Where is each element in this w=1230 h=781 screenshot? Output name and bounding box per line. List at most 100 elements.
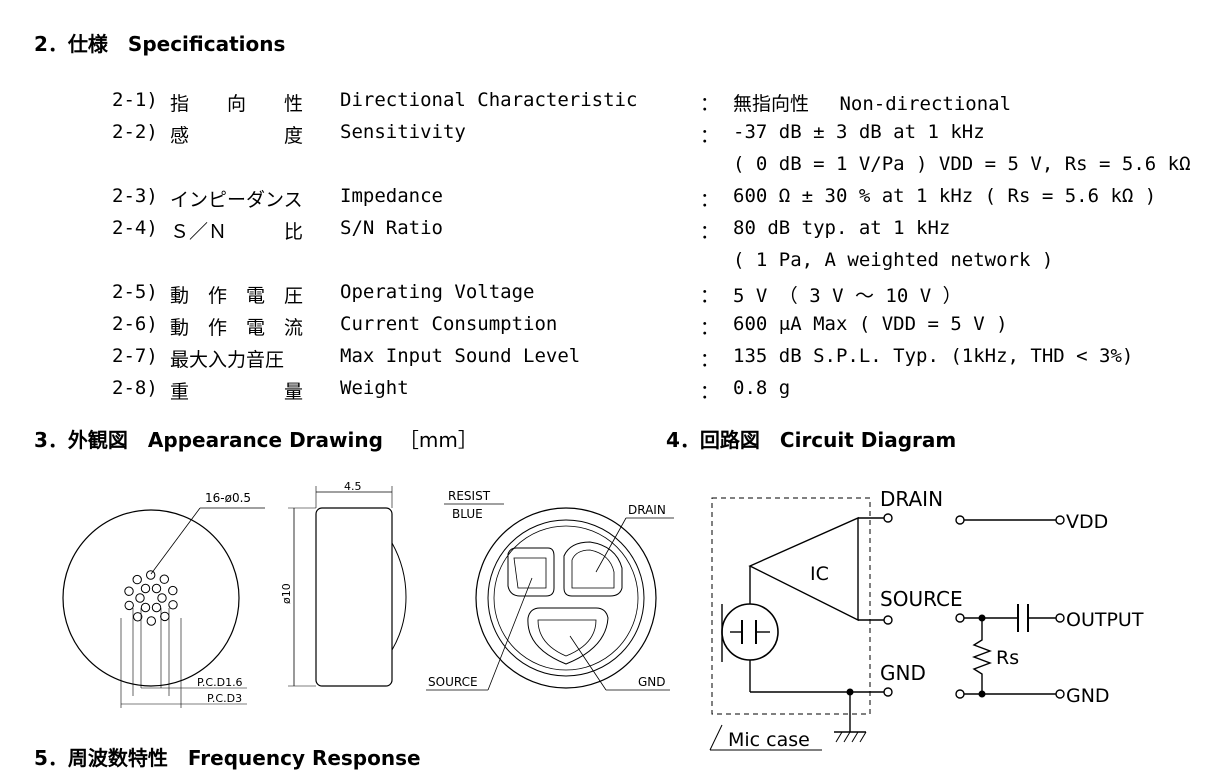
spec-row: ( 1 Pa, A weighted network ) bbox=[0, 249, 1230, 281]
rs-resistor bbox=[972, 618, 992, 694]
diameter-label: ø10 bbox=[280, 583, 293, 604]
sound-hole bbox=[140, 583, 151, 594]
capsule-back-outline bbox=[475, 507, 657, 689]
section-5-heading: 5．周波数特性 Frequency Response bbox=[34, 746, 421, 770]
drain-label: DRAIN bbox=[628, 503, 666, 517]
spec-value: ( 0 dB = 1 V/Pa ) VDD = 5 V, Rs = 5.6 kΩ bbox=[733, 153, 1191, 175]
spec-colon: ： bbox=[700, 285, 720, 307]
spec-colon: ： bbox=[700, 349, 720, 371]
capsule-front-outline bbox=[62, 509, 240, 687]
spec-number: 2-1) bbox=[112, 89, 158, 111]
spec-colon: ： bbox=[700, 93, 720, 115]
spec-name-jp: インピーダンス bbox=[170, 189, 303, 211]
spec-number: 2-4) bbox=[112, 217, 158, 239]
sound-hole bbox=[168, 600, 178, 610]
gnd-terminal-label: GND bbox=[880, 661, 926, 685]
source-pad bbox=[563, 541, 623, 597]
mic-case-outline bbox=[711, 497, 871, 715]
blue-label: BLUE bbox=[452, 507, 483, 521]
spec-row: 2-6) 動 作 電 流 Current Consumption ： 600 μA Ma… bbox=[0, 313, 1230, 345]
mic-case-label: Mic case bbox=[728, 729, 810, 751]
spec-colon: ： bbox=[700, 317, 720, 339]
section-4-heading: 4．回路図 Circuit Diagram bbox=[666, 428, 957, 452]
spec-value: 5 V （ 3 V ～ 10 V ） bbox=[733, 285, 962, 307]
sound-hole bbox=[133, 612, 143, 622]
spec-value: 0.8 g bbox=[733, 377, 791, 399]
spec-name-en: S/N Ratio bbox=[340, 217, 443, 239]
source-terminal-label: SOURCE bbox=[880, 587, 963, 611]
spec-colon: ： bbox=[700, 189, 720, 211]
pcd16-label: P.C.D1.6 bbox=[197, 676, 243, 689]
resist-label: RESIST bbox=[448, 489, 491, 503]
spec-name-jp: 重 量 bbox=[170, 381, 304, 403]
sound-holes bbox=[124, 570, 178, 626]
gnd-output-label: GND bbox=[1066, 685, 1110, 707]
spec-number: 2-6) bbox=[112, 313, 158, 335]
spec-value: ( 1 Pa, A weighted network ) bbox=[733, 249, 1054, 271]
section-2-heading: 2．仕様 Specifications bbox=[34, 32, 286, 56]
spec-number: 2-5) bbox=[112, 281, 158, 303]
spec-row: 2-1) 指 向 性 Directional Characteristic ： 無指向性… bbox=[0, 89, 1230, 121]
holes-label: 16-ø0.5 bbox=[205, 491, 251, 505]
unit-label: ［mm］ bbox=[398, 428, 478, 452]
sound-hole bbox=[146, 570, 156, 580]
sound-hole bbox=[159, 574, 170, 584]
sound-hole bbox=[160, 611, 170, 622]
width-label: 4.5 bbox=[344, 480, 362, 493]
rs-label: Rs bbox=[996, 647, 1019, 669]
source-label: SOURCE bbox=[428, 675, 478, 689]
spec-name-en: Max Input Sound Level bbox=[340, 345, 581, 367]
sound-hole bbox=[135, 593, 145, 603]
sound-hole bbox=[140, 602, 151, 613]
spec-name-jp: 最大入力音圧 bbox=[170, 349, 285, 371]
back-view-drawing: RESIST BLUE DRAIN SOURCE GND bbox=[426, 489, 674, 691]
spec-row: 2-5) 動 作 電 圧 Operating Voltage ： 5 V （ 3 V ～… bbox=[0, 281, 1230, 313]
capsule-side-outline bbox=[315, 507, 393, 687]
spec-colon: ： bbox=[700, 125, 720, 147]
front-view-drawing: 16-ø0.5 P.C.D1.6 P.C.D3 bbox=[62, 491, 265, 708]
pcd3-label: P.C.D3 bbox=[207, 692, 242, 705]
sound-hole bbox=[124, 600, 134, 611]
spec-number: 2-2) bbox=[112, 121, 158, 143]
spec-number: 2-3) bbox=[112, 185, 158, 207]
drain-terminal-label: DRAIN bbox=[880, 487, 943, 511]
ic-triangle bbox=[748, 516, 859, 622]
spec-value: 80 dB typ. at 1 kHz bbox=[733, 217, 951, 239]
sound-hole bbox=[132, 574, 142, 585]
spec-name-jp: 指 向 性 bbox=[170, 93, 304, 115]
spec-value: 600 μA Max ( VDD = 5 V ) bbox=[733, 313, 1008, 335]
output-label: OUTPUT bbox=[1066, 609, 1144, 631]
spec-name-en: Impedance bbox=[340, 185, 443, 207]
section-3-heading: 3．外観図 Appearance Drawing ［mm］ bbox=[34, 424, 478, 453]
circuit-diagram: IC DRAIN SOURCE GND Mic case VDD OUTPUT … bbox=[709, 487, 1144, 751]
spec-value: -37 dB ± 3 dB at 1 kHz bbox=[733, 121, 985, 143]
spec-name-jp: 動 作 電 流 bbox=[170, 317, 304, 339]
drain-pad bbox=[507, 547, 555, 597]
spec-name-en: Sensitivity bbox=[340, 121, 466, 143]
spec-number: 2-7) bbox=[112, 345, 158, 367]
spec-name-jp: Ｓ／Ｎ 比 bbox=[170, 221, 304, 243]
spec-name-jp: 動 作 電 圧 bbox=[170, 285, 304, 307]
gnd-pad bbox=[527, 607, 609, 665]
sound-hole bbox=[124, 586, 134, 596]
vdd-label: VDD bbox=[1066, 511, 1108, 533]
spec-name-jp: 感 度 bbox=[170, 125, 304, 147]
sound-hole bbox=[157, 593, 167, 603]
spec-row: 2-3) インピーダンス Impedance ： 600 Ω ± 30 % at 1 k… bbox=[0, 185, 1230, 217]
section-3-title: 3．外観図 Appearance Drawing bbox=[34, 428, 383, 452]
spec-value: 無指向性 Non-directional bbox=[733, 93, 1012, 115]
spec-row: ( 0 dB = 1 V/Pa ) VDD = 5 V, Rs = 5.6 kΩ bbox=[0, 153, 1230, 185]
side-view-drawing: 4.5 ø10 bbox=[280, 480, 407, 687]
sound-hole bbox=[151, 583, 162, 594]
spec-name-en: Current Consumption bbox=[340, 313, 558, 335]
ic-label: IC bbox=[810, 563, 829, 585]
spec-name-en: Directional Characteristic bbox=[340, 89, 638, 111]
spec-colon: ： bbox=[700, 221, 720, 243]
spec-name-en: Weight bbox=[340, 377, 409, 399]
spec-colon: ： bbox=[700, 381, 720, 403]
spec-name-en: Operating Voltage bbox=[340, 281, 535, 303]
gnd-label: GND bbox=[638, 675, 666, 689]
spec-value: 600 Ω ± 30 % at 1 kHz ( Rs = 5.6 kΩ ) bbox=[733, 185, 1157, 207]
